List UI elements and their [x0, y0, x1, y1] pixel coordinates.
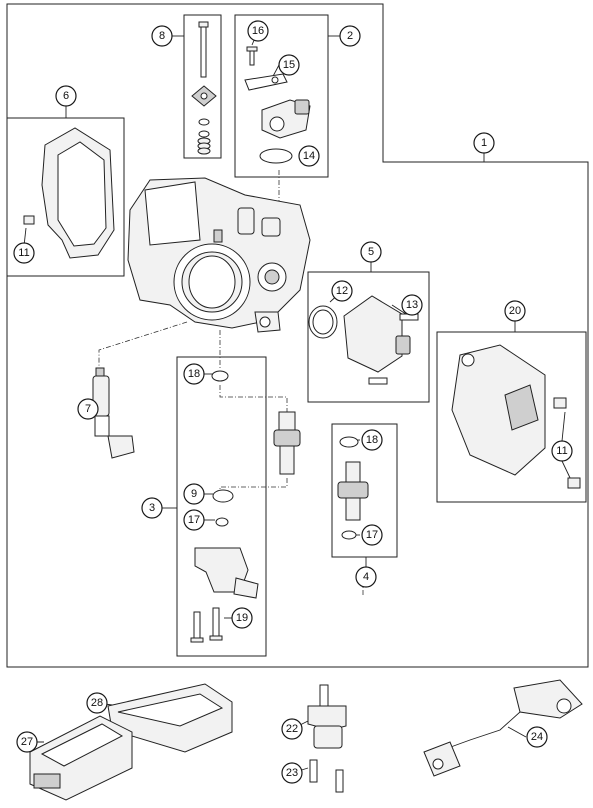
svg-text:2: 2 [347, 30, 353, 42]
callout-28: 28 [86, 692, 108, 714]
frame-group-8 [183, 14, 222, 159]
svg-text:27: 27 [21, 736, 33, 748]
callout-18-holder: 18 [183, 363, 205, 385]
svg-text:3: 3 [149, 502, 155, 514]
svg-text:13: 13 [406, 299, 418, 311]
callout-2: 2 [339, 25, 361, 47]
svg-text:23: 23 [286, 767, 298, 779]
svg-text:11: 11 [18, 247, 29, 259]
svg-text:18: 18 [188, 368, 200, 380]
callout-15: 15 [278, 54, 300, 76]
frame-group-5 [307, 271, 430, 403]
svg-text:19: 19 [236, 612, 248, 624]
frame-main-assembly [6, 3, 589, 668]
callout-1: 1 [473, 132, 495, 154]
callout-13: 13 [401, 294, 423, 316]
svg-text:22: 22 [286, 723, 298, 735]
callout-6: 6 [55, 85, 77, 107]
fuel-injector-group-4 [337, 436, 369, 540]
sensor-group-5 [308, 295, 419, 385]
wiring-harness-icon [423, 679, 583, 777]
assembly-axis-lines [98, 170, 364, 595]
svg-text:14: 14 [303, 150, 315, 162]
frame-group-3 [176, 356, 267, 657]
svg-text:12: 12 [336, 285, 348, 297]
svg-text:28: 28 [91, 697, 103, 709]
callout-17-holder: 17 [183, 509, 205, 531]
callout-23: 23 [281, 762, 303, 784]
throttle-cover-icon [23, 127, 115, 259]
svg-text:9: 9 [191, 488, 197, 500]
callout-11-cover: 11 [13, 242, 35, 264]
svg-text:8: 8 [159, 30, 165, 42]
callout-7: 7 [77, 398, 99, 420]
callout-24: 24 [526, 726, 548, 748]
fuel-rail-group-3 [190, 370, 301, 643]
frame-group-20 [436, 331, 587, 503]
callout-4: 4 [355, 566, 377, 588]
sensor-22-icon [307, 684, 347, 793]
throttle-body-icon [127, 177, 311, 333]
svg-text:24: 24 [531, 731, 543, 743]
callout-27: 27 [16, 731, 38, 753]
svg-text:18: 18 [366, 434, 378, 446]
svg-text:7: 7 [85, 403, 91, 415]
callout-3: 3 [141, 497, 163, 519]
svg-text:1: 1 [481, 137, 487, 149]
callout-11-sensor: 11 [551, 440, 573, 462]
throttle-position-sensor-icon [244, 46, 311, 164]
callout-16: 16 [247, 20, 269, 42]
svg-text:11: 11 [556, 445, 567, 457]
callout-17-injector: 17 [361, 524, 383, 546]
svg-text:4: 4 [363, 571, 369, 583]
bolt-icon [191, 21, 217, 155]
callout-8: 8 [151, 25, 173, 47]
callout-19: 19 [231, 607, 253, 629]
svg-text:5: 5 [368, 246, 374, 258]
control-unit-icon [29, 683, 233, 801]
svg-text:6: 6 [63, 90, 69, 102]
frame-group-4 [331, 423, 398, 558]
svg-text:20: 20 [509, 305, 521, 317]
frame-group-2 [234, 14, 329, 178]
callout-5: 5 [360, 241, 382, 263]
callout-12: 12 [331, 280, 353, 302]
callout-20: 20 [504, 300, 526, 322]
svg-text:16: 16 [252, 25, 264, 37]
svg-text:17: 17 [366, 529, 378, 541]
callout-14: 14 [298, 145, 320, 167]
frame-group-6 [6, 117, 125, 277]
svg-text:15: 15 [283, 59, 295, 71]
sensor-group-20 [451, 344, 581, 489]
callout-22: 22 [281, 718, 303, 740]
svg-text:17: 17 [188, 514, 200, 526]
callout-18-injector: 18 [361, 429, 383, 451]
fuel-injector-icon [92, 367, 135, 459]
callout-9: 9 [183, 483, 205, 505]
